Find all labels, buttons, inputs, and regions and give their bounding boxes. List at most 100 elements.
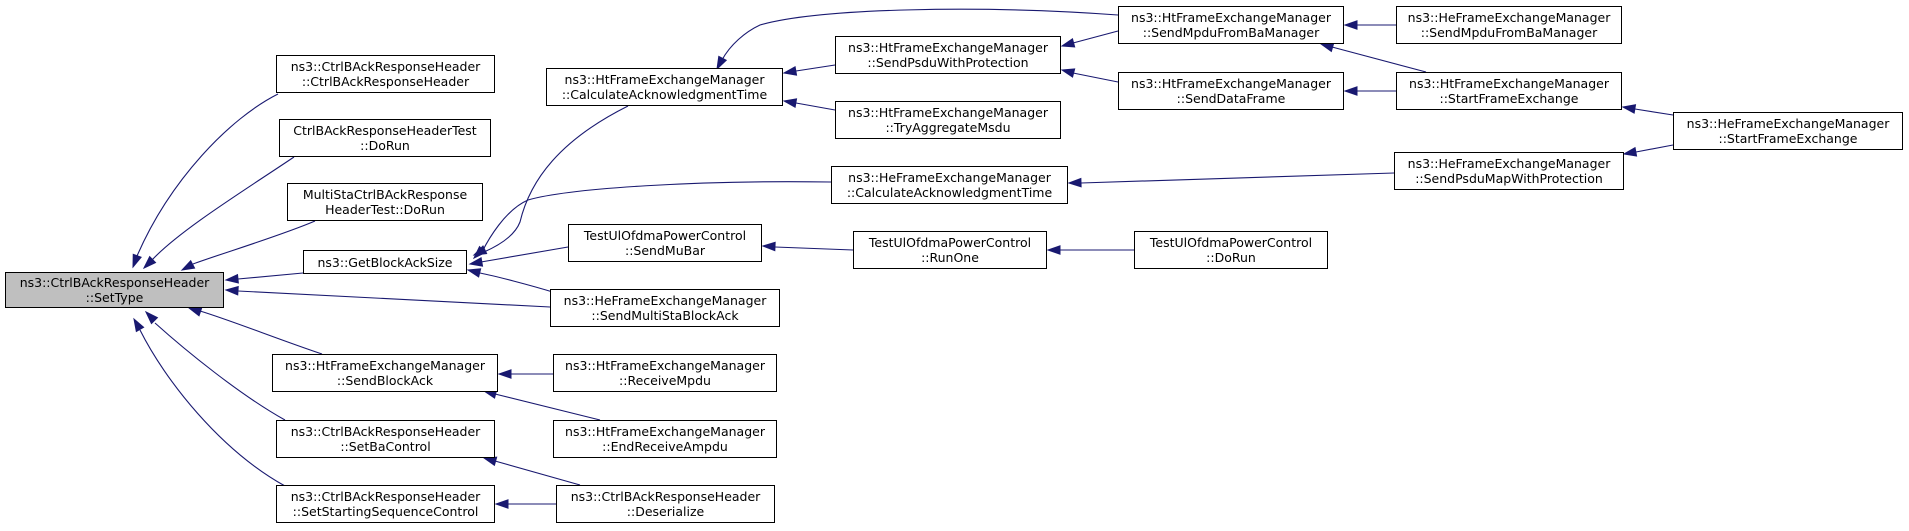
edge-line xyxy=(154,322,286,421)
edge-line xyxy=(1080,172,1395,184)
node-ht-sendpsdu[interactable]: ns3::HtFrameExchangeManager ::SendPsduWi… xyxy=(835,36,1061,74)
edge-line xyxy=(199,310,323,355)
node-test-dorun[interactable]: CtrlBAckResponseHeaderTest ::DoRun xyxy=(279,119,491,157)
node-he-sendpsdumap[interactable]: ns3::HeFrameExchangeManager ::SendPsduMa… xyxy=(1394,152,1624,190)
edge-ctor-root xyxy=(132,93,279,269)
edge-line xyxy=(483,105,629,253)
node-label-line1: ns3::HtFrameExchangeManager xyxy=(848,40,1048,55)
node-ht-sendblockack[interactable]: ns3::HtFrameExchangeManager ::SendBlockA… xyxy=(272,354,498,392)
edge-line xyxy=(1331,46,1427,73)
node-deserialize[interactable]: ns3::CtrlBAckResponseHeader ::Deserializ… xyxy=(556,485,775,523)
node-label-line1: ns3::HtFrameExchangeManager xyxy=(1409,76,1609,91)
node-setstartseq[interactable]: ns3::CtrlBAckResponseHeader ::SetStartin… xyxy=(276,485,495,523)
edge-line xyxy=(795,64,836,72)
node-label-line2: ::SendPsduWithProtection xyxy=(867,55,1029,70)
edge-multidorun-root xyxy=(180,220,316,271)
edge-line xyxy=(494,393,601,421)
arrowhead-icon xyxy=(1060,37,1076,48)
node-multi-dorun[interactable]: MultiStaCtrlBAckResponse HeaderTest::DoR… xyxy=(287,183,483,221)
node-label-line1: ns3::HeFrameExchangeManager xyxy=(563,293,767,308)
node-label-line1: ns3::GetBlockAckSize xyxy=(317,254,453,270)
node-ht-calcack[interactable]: ns3::HtFrameExchangeManager ::CalculateA… xyxy=(546,68,783,106)
node-ht-tryaggregate[interactable]: ns3::HtFrameExchangeManager ::TryAggrega… xyxy=(835,101,1061,139)
node-label-line1: ns3::HtFrameExchangeManager xyxy=(564,72,765,87)
node-ctor[interactable]: ns3::CtrlBAckResponseHeader ::CtrlBAckRe… xyxy=(276,55,495,93)
node-label-line2: ::SendMuBar xyxy=(625,243,705,258)
edge-hecalc-getblock xyxy=(472,181,832,260)
node-root: ns3::CtrlBAckResponseHeader ::SetType xyxy=(5,272,224,308)
node-ht-sendmpdu[interactable]: ns3::HtFrameExchangeManager ::SendMpduFr… xyxy=(1118,6,1344,44)
arrowhead-icon xyxy=(1060,68,1076,78)
node-label-line1: ns3::HeFrameExchangeManager xyxy=(1686,116,1890,131)
node-getblockacksize[interactable]: ns3::GetBlockAckSize xyxy=(303,250,467,274)
arrowhead-icon xyxy=(1343,86,1358,96)
arrowhead-icon xyxy=(497,369,512,379)
node-label-line1: TestUlOfdmaPowerControl xyxy=(868,235,1032,250)
edge-sendblockack-root xyxy=(187,307,323,355)
node-label-line1: ns3::HtFrameExchangeManager xyxy=(285,358,485,373)
node-testul-dorun[interactable]: TestUlOfdmaPowerControl ::DoRun xyxy=(1134,231,1328,269)
edge-line xyxy=(139,329,286,487)
node-label-line2: ::SetStartingSequenceControl xyxy=(292,504,479,519)
edge-sendmpdu-sendpsdu xyxy=(1060,30,1119,48)
node-label-line2: ::SendMpduFromBaManager xyxy=(1420,25,1598,40)
node-label-line2: ::SendMpduFromBaManager xyxy=(1142,25,1320,40)
edge-line xyxy=(1635,144,1674,153)
edge-line xyxy=(480,246,569,263)
node-ht-startframe[interactable]: ns3::HtFrameExchangeManager ::StartFrame… xyxy=(1396,72,1622,110)
node-label-line2: ::RunOne xyxy=(921,250,979,265)
edge-hestart-htstart xyxy=(1621,104,1674,116)
edge-htstart-senddata xyxy=(1343,86,1396,96)
node-label-line1: ns3::HtFrameExchangeManager xyxy=(565,358,765,373)
node-label-line2: ::Deserialize xyxy=(626,504,705,519)
node-ht-senddata[interactable]: ns3::HtFrameExchangeManager ::SendDataFr… xyxy=(1118,72,1344,110)
edge-line xyxy=(479,272,557,294)
node-testul-sendmubar[interactable]: TestUlOfdmaPowerControl ::SendMuBar xyxy=(568,224,762,262)
edge-tryaggregate-htcalc xyxy=(782,98,836,111)
node-label-line2: ::CalculateAcknowledgmentTime xyxy=(846,185,1053,200)
arrowhead-icon xyxy=(133,317,145,333)
edge-sendmultista-getblock xyxy=(466,268,557,294)
edge-getblock-root xyxy=(224,272,304,284)
edge-setbacontrol-root xyxy=(144,310,286,421)
node-label-line1: ns3::HeFrameExchangeManager xyxy=(848,170,1051,185)
node-label-line1: MultiStaCtrlBAckResponse xyxy=(302,187,468,202)
node-ht-receivempdu[interactable]: ns3::HtFrameExchangeManager ::ReceiveMpd… xyxy=(553,354,777,392)
arrowhead-icon xyxy=(468,257,484,267)
edge-line xyxy=(721,8,1119,61)
node-he-calcack[interactable]: ns3::HeFrameExchangeManager ::CalculateA… xyxy=(831,166,1068,204)
edge-line xyxy=(136,93,279,257)
node-label-line1: ns3::HeFrameExchangeManager xyxy=(1407,10,1611,25)
edge-line xyxy=(237,290,551,308)
edge-line xyxy=(481,181,832,253)
node-label-line1: ns3::CtrlBAckResponseHeader xyxy=(570,489,761,504)
arrowhead-icon xyxy=(180,259,196,271)
node-testul-runone[interactable]: TestUlOfdmaPowerControl ::RunOne xyxy=(853,231,1047,269)
node-label-line2: ::CtrlBAckResponseHeader xyxy=(301,74,470,89)
node-label-line2: ::SendPsduMapWithProtection xyxy=(1415,171,1603,186)
node-label-line1: TestUlOfdmaPowerControl xyxy=(583,228,747,243)
node-he-sendmpdu[interactable]: ns3::HeFrameExchangeManager ::SendMpduFr… xyxy=(1396,6,1622,44)
arrowhead-icon xyxy=(1046,245,1061,255)
node-setbacontrol[interactable]: ns3::CtrlBAckResponseHeader ::SetBaContr… xyxy=(276,420,495,458)
edge-line xyxy=(1634,108,1674,116)
arrowhead-icon xyxy=(466,268,482,278)
node-label-line2: ::DoRun xyxy=(360,138,410,153)
node-label-line1: ns3::CtrlBAckResponseHeader xyxy=(290,59,481,74)
node-label-line1: ns3::HtFrameExchangeManager xyxy=(1131,10,1331,25)
edge-sendmubar-getblock xyxy=(468,246,569,267)
edge-runone-sendmubar xyxy=(761,241,854,252)
node-he-sendmultista[interactable]: ns3::HeFrameExchangeManager ::SendMultiS… xyxy=(550,289,780,327)
node-label-line2: HeaderTest::DoRun xyxy=(325,202,445,217)
edge-receivempdu-sendblockack xyxy=(497,369,553,379)
node-label-line2: ::DoRun xyxy=(1206,250,1256,265)
edge-line xyxy=(494,460,581,486)
node-he-startframe[interactable]: ns3::HeFrameExchangeManager ::StartFrame… xyxy=(1673,112,1903,150)
node-label-line1: ns3::CtrlBAckResponseHeader xyxy=(290,489,481,504)
edge-senddata-sendpsdu xyxy=(1060,68,1119,83)
edge-hestart-psdumap xyxy=(1622,144,1674,157)
arrowhead-icon xyxy=(716,55,728,71)
node-ht-endreceive[interactable]: ns3::HtFrameExchangeManager ::EndReceive… xyxy=(553,420,777,458)
node-label-line2: ::ReceiveMpdu xyxy=(619,373,711,388)
node-label-line1: ns3::HtFrameExchangeManager xyxy=(1131,76,1331,91)
